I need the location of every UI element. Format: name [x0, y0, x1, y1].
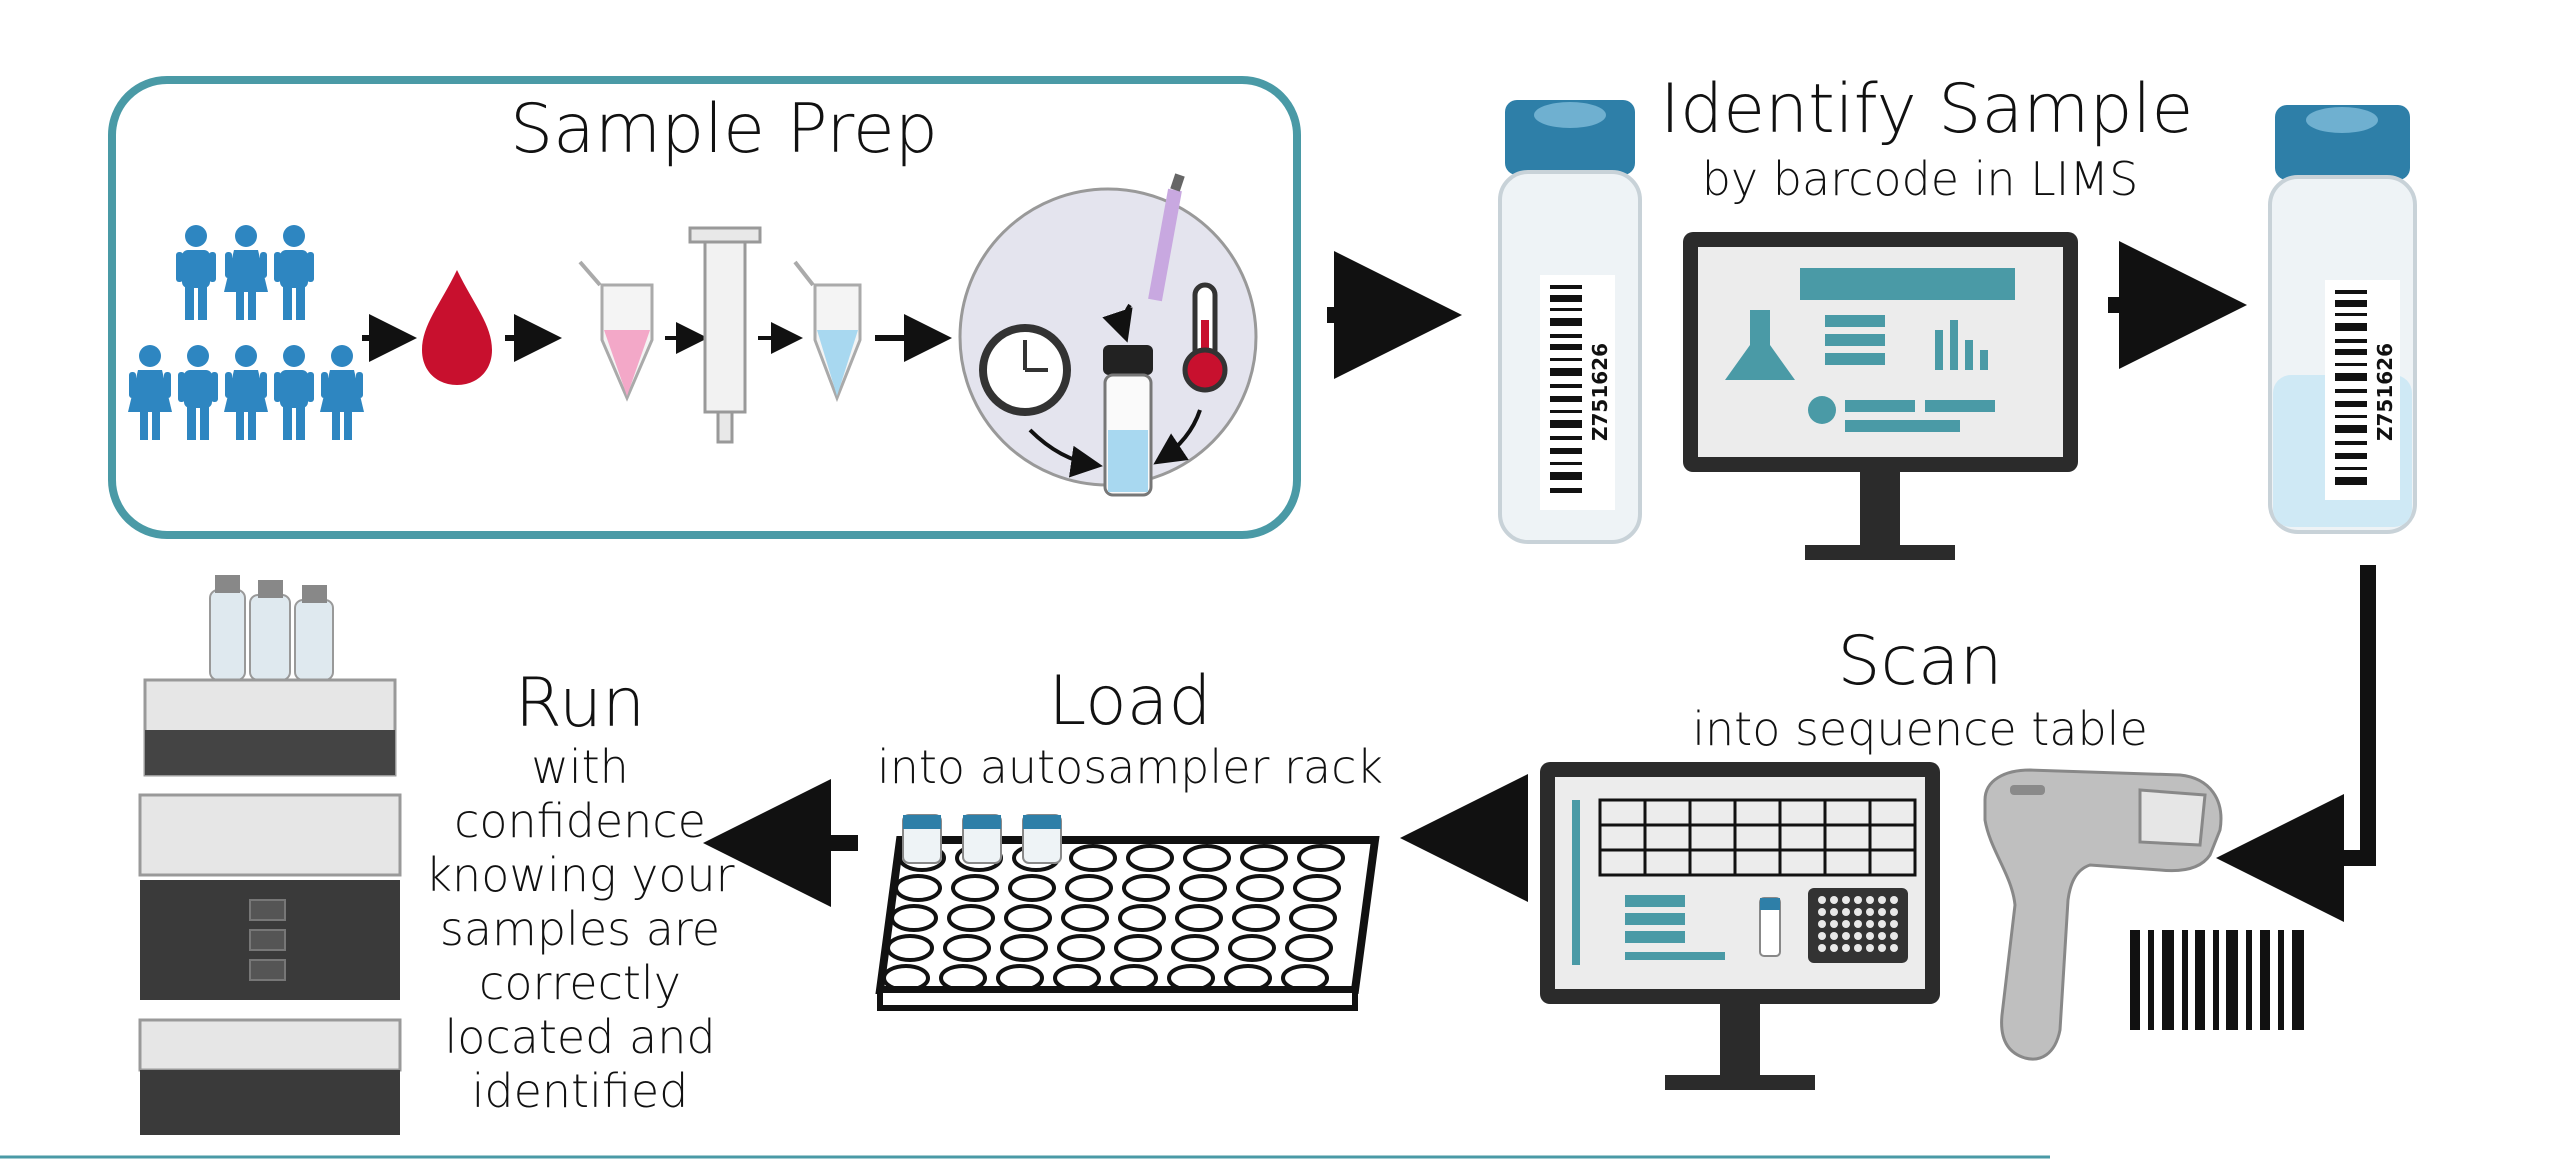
vial-barcode-text: Z751626 — [1588, 343, 1612, 441]
scan-subtitle: into sequence table — [1692, 702, 2148, 756]
barcode-vial-icon — [1498, 100, 1642, 544]
clock-icon — [979, 324, 1071, 416]
rack-hole — [943, 934, 991, 962]
run-subtitle: with confidence knowing your samples are… — [400, 740, 760, 1118]
rack-hole — [1118, 904, 1166, 932]
rack-hole — [939, 964, 987, 992]
rack-hole — [1167, 964, 1215, 992]
rack-hole — [1228, 934, 1276, 962]
rack-hole — [1057, 934, 1105, 962]
spe-cartridge-icon — [688, 226, 762, 444]
rack-hole — [1179, 874, 1227, 902]
rack-hole — [1293, 874, 1341, 902]
rack-hole — [951, 874, 999, 902]
identify-sample-subtitle: by barcode in LIMS — [1701, 152, 2139, 206]
rack-hole — [1297, 844, 1345, 872]
rack-hole — [1122, 874, 1170, 902]
rack-hole — [996, 964, 1044, 992]
run-subtitle-line: correctly — [479, 956, 681, 1010]
rack-hole — [947, 904, 995, 932]
run-subtitle-line: identified — [471, 1064, 689, 1118]
barcode-icon — [2130, 930, 2304, 1030]
load-title: Load — [1048, 662, 1212, 741]
rack-hole — [1008, 874, 1056, 902]
run-title: Run — [514, 664, 646, 743]
lims-monitor-icon — [1683, 232, 2078, 560]
rack-hole — [1285, 934, 1333, 962]
identify-sample-title: Identify Sample — [1660, 70, 2194, 149]
arrow-icon — [2216, 565, 2376, 922]
rack-hole — [890, 904, 938, 932]
rack-hole — [1289, 904, 1337, 932]
rack-hole — [1281, 964, 1329, 992]
run-subtitle-line: with confidence — [454, 740, 706, 848]
blood-drop-icon — [422, 270, 492, 385]
run-subtitle-line: knowing your — [425, 848, 735, 902]
rack-hole — [1000, 934, 1048, 962]
load-subtitle: into autosampler rack — [876, 740, 1384, 794]
rack-hole — [1069, 844, 1117, 872]
rack-hole — [1183, 844, 1231, 872]
rack-hole — [1236, 874, 1284, 902]
rack-hole — [886, 934, 934, 962]
sequence-monitor-icon — [1540, 762, 1940, 1090]
run-subtitle-line: samples are — [439, 902, 721, 956]
rack-hole — [894, 874, 942, 902]
barcode-vial-icon — [2268, 105, 2417, 534]
scan-title: Scan — [1837, 622, 2003, 701]
rack-hole — [1126, 844, 1174, 872]
rack-vial-icon — [902, 814, 1062, 864]
rack-hole — [1232, 904, 1280, 932]
hplc-instrument-icon — [138, 575, 402, 1135]
autosampler-rack-icon — [875, 814, 1380, 1011]
rack-hole — [1175, 904, 1223, 932]
pipette-icon — [1148, 173, 1185, 302]
rack-hole — [1053, 964, 1101, 992]
rack-hole — [1065, 874, 1113, 902]
thermometer-icon — [1182, 282, 1228, 393]
rack-hole — [882, 964, 930, 992]
rack-hole — [1061, 904, 1109, 932]
rack-hole — [1004, 904, 1052, 932]
rack-hole — [1224, 964, 1272, 992]
rack-hole — [1110, 964, 1158, 992]
sample-prep-title: Sample Prep — [510, 90, 938, 169]
rack-hole — [1114, 934, 1162, 962]
barcode-scanner-icon — [1983, 768, 2223, 1061]
vial-barcode-text: Z751626 — [2373, 343, 2397, 441]
pink-tube-icon — [578, 260, 654, 402]
rack-hole — [1171, 934, 1219, 962]
vial-icon — [1103, 345, 1153, 497]
run-subtitle-line: located and — [444, 1010, 716, 1064]
blue-tube-icon — [793, 260, 862, 403]
rack-hole — [1240, 844, 1288, 872]
